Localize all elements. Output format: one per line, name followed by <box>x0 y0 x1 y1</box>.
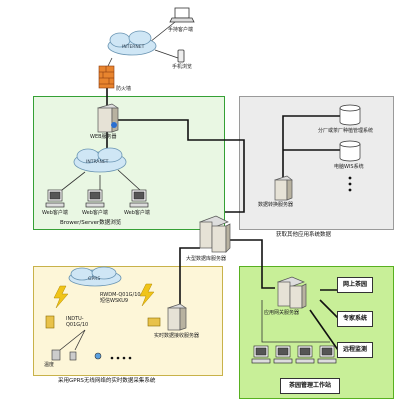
phone-icon <box>177 49 185 63</box>
bs-zone <box>33 96 225 230</box>
mobile-browse-label: 手机浏览 <box>172 64 193 70</box>
gprs-zone <box>33 266 223 376</box>
db-server-icon <box>199 215 231 253</box>
gprs-label: GPRS <box>88 276 100 282</box>
remote-db-1-icon <box>339 104 361 126</box>
internet-cloud <box>107 30 157 56</box>
web-client-1-icon <box>45 189 65 208</box>
web-server-icon <box>97 103 119 133</box>
system-remote-monitor: 远程监测 <box>337 342 373 358</box>
remote-db-2-label: 电脑WIS系统 <box>334 164 364 170</box>
firewall-icon <box>98 65 115 89</box>
realtime-server-label: 实时数据接收服务器 <box>154 333 200 339</box>
wireless-bolt-icon <box>53 283 155 309</box>
realtime-server-icon <box>167 303 187 331</box>
mgmt-client-1-icon <box>251 345 271 364</box>
web-client-3-label: Web客户端 <box>124 210 150 216</box>
firewall-label: 防火墙 <box>116 86 132 92</box>
intranet-cloud <box>73 147 127 173</box>
internet-label: INTERNET <box>122 44 145 50</box>
gprs-module-icon <box>45 315 161 329</box>
other-systems-zone <box>239 96 394 230</box>
mobile-client-label: 手持客户端 <box>168 27 194 33</box>
web-client-2-icon <box>85 189 105 208</box>
mgmt-client-3-icon <box>295 345 315 364</box>
mgmt-caption: 茶园管理工作站 <box>280 378 340 394</box>
web-client-3-icon <box>129 189 149 208</box>
gprs-caption: 采用GPRS无线网络的实时数据采集系统 <box>58 378 156 384</box>
app-gateway-label: 应用网关服务器 <box>264 310 300 316</box>
ellipsis-dots <box>348 176 352 192</box>
system-expert: 专家系统 <box>337 311 373 327</box>
mgmt-client-2-icon <box>273 345 293 364</box>
conv-server-label: 数据转换服务器 <box>258 202 294 208</box>
sensor-ellipsis <box>110 356 132 360</box>
laptop-icon <box>169 7 195 23</box>
system-online-tea-garden: 网上茶园 <box>337 277 373 293</box>
web-client-1-label: Web客户端 <box>42 210 68 216</box>
gprs-cloud <box>68 266 122 287</box>
field-unit-label: 温度 <box>44 362 55 368</box>
sensor-unit-label: INDTU- Q01G/10 <box>66 316 89 328</box>
bs-caption: Brower/Server数据浏览 <box>60 220 122 226</box>
sensor-icons <box>51 349 102 361</box>
web-client-2-label: Web客户端 <box>82 210 108 216</box>
remote-db-2-icon <box>339 140 361 162</box>
remote-db-1-label: 分厂或茶厂种植管理系统 <box>318 128 374 134</box>
app-gateway-icon <box>277 276 307 309</box>
other-caption: 获取其他应用系统数据 <box>276 232 332 238</box>
intranet-label: INTRANET <box>86 159 109 165</box>
conv-server-icon <box>274 175 293 201</box>
gprs-module-label: RWDM-Q01G/10 短信WSKU9 <box>100 292 141 304</box>
web-server-label: WEB服务器 <box>90 134 117 140</box>
db-server-label: 大型数据库服务器 <box>186 256 227 262</box>
mgmt-client-4-icon <box>317 345 337 364</box>
